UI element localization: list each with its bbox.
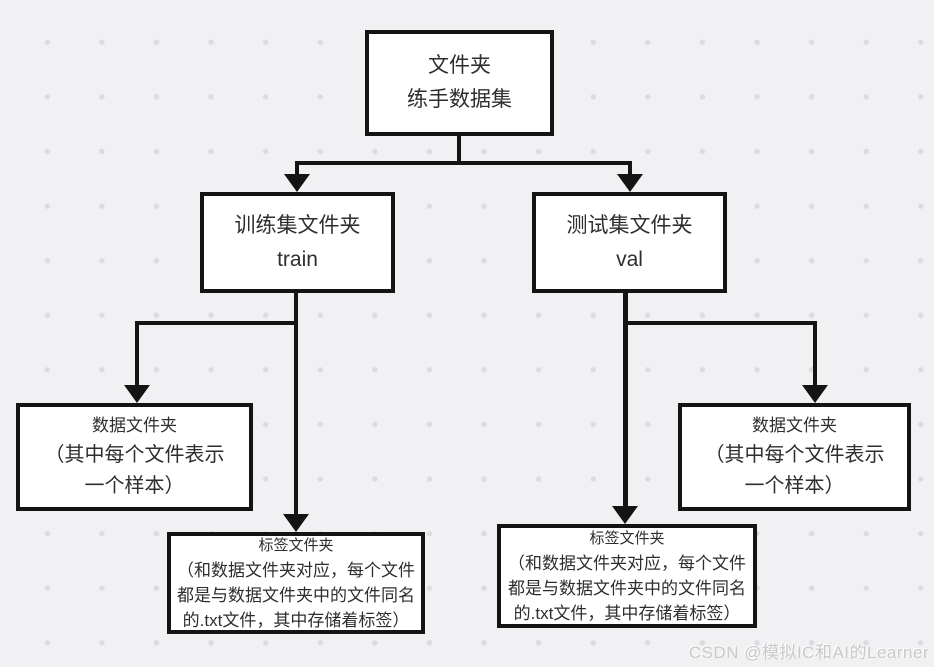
node-val-labels-title: 标签文件夹 [589,529,665,547]
connector-root-stem [457,134,461,165]
node-train-labels-line3: 的.txt文件，其中存储着标签） [182,610,410,630]
node-train-folder: 训练集文件夹 train [200,192,395,293]
arrowhead-train-data-icon [124,385,150,403]
connector-train-labels-stem [294,293,298,515]
node-val-data-folder: 数据文件夹 （其中每个文件表示 一个样本） [678,403,911,511]
node-train-labels-title: 标签文件夹 [258,536,334,554]
node-train-line2: train [277,247,318,271]
connector-root-crossbar [295,161,632,165]
connector-val-labels-stem [623,293,628,507]
arrowhead-root-train-icon [284,174,310,192]
node-val-data-line1: （其中每个文件表示 [704,444,885,466]
node-val-line1: 测试集文件夹 [566,213,693,237]
node-train-data-line1: （其中每个文件表示 [44,444,225,466]
node-train-labels-line2: 都是与数据文件夹中的文件同名 [177,585,415,605]
node-train-data-folder: 数据文件夹 （其中每个文件表示 一个样本） [16,403,253,511]
arrowhead-val-data-icon [802,385,828,403]
node-val-folder: 测试集文件夹 val [532,192,727,293]
node-train-data-line2: 一个样本） [84,475,185,497]
arrowhead-val-labels-icon [612,506,638,524]
node-val-labels-line3: 的.txt文件，其中存储着标签） [513,603,741,623]
node-val-labels-line2: 都是与数据文件夹中的文件同名 [508,578,746,598]
node-val-labels-folder: 标签文件夹 （和数据文件夹对应，每个文件 都是与数据文件夹中的文件同名 的.tx… [497,524,757,628]
connector-root-train-drop [295,161,299,176]
node-root-line1: 文件夹 [428,54,491,77]
arrowhead-root-val-icon [617,174,643,192]
connector-root-val-drop [628,161,632,176]
node-train-data-title: 数据文件夹 [92,416,177,435]
node-train-line1: 训练集文件夹 [234,213,361,237]
connector-train-data-branch [135,321,298,325]
connector-val-data-branch [623,321,817,325]
node-train-labels-line1: （和数据文件夹对应，每个文件 [177,560,415,580]
connector-val-data-drop [813,321,817,386]
node-root-folder: 文件夹 练手数据集 [365,30,554,136]
node-val-data-title: 数据文件夹 [752,416,837,435]
node-root-line2: 练手数据集 [407,88,512,111]
connector-train-data-drop [135,321,139,387]
node-val-data-line2: 一个样本） [744,475,845,497]
node-val-labels-line1: （和数据文件夹对应，每个文件 [508,553,746,573]
csdn-watermark: CSDN @模拟IC和AI的Learner [688,643,929,662]
node-val-line2: val [616,247,643,271]
arrowhead-train-labels-icon [283,514,309,532]
node-train-labels-folder: 标签文件夹 （和数据文件夹对应，每个文件 都是与数据文件夹中的文件同名 的.tx… [167,532,425,634]
